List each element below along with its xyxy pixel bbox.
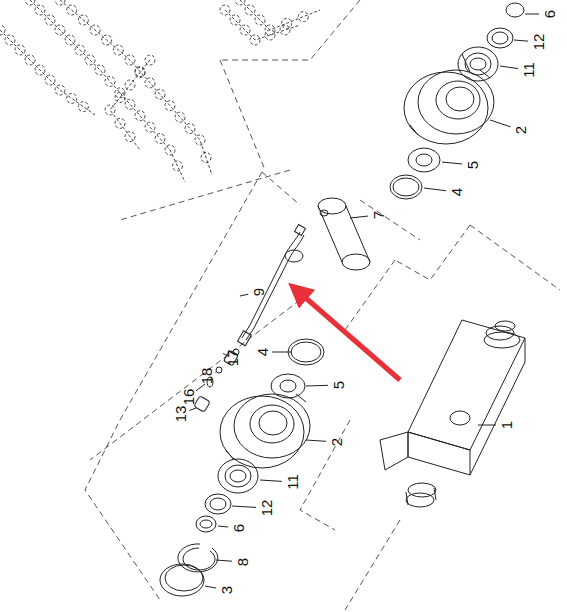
part-6-low [196,516,216,532]
red-pointer-arrow [292,286,400,380]
pin-7 [318,198,370,270]
dash-frame [85,0,560,610]
part-11-low [218,459,258,493]
callout-number: 13 [173,406,188,423]
callout-number: 5 [465,161,480,169]
callout-number: 5 [331,381,346,389]
part-5-top [408,148,440,172]
part-4-low [288,339,324,365]
callout-number: 2 [329,438,344,446]
callout-number: 9 [251,288,266,296]
callout-number: 1 [499,421,514,429]
leader-lines [189,14,539,588]
part-12-low [205,494,231,514]
callout-number: 2 [513,126,528,134]
part-6-top [506,3,524,17]
callout-number: 6 [231,524,246,532]
callout-number: 12 [259,500,274,517]
callout-number: 7 [371,211,386,219]
circlip-8 [178,544,218,572]
part-4-top [390,175,422,199]
callout-number: 8 [235,558,250,566]
callout-number: 11 [285,474,300,490]
part-2-low [220,394,310,468]
part-12-top [487,28,513,48]
callout-number: 4 [255,348,270,356]
ring-3 [160,564,204,596]
callout-number: 12 [531,34,546,51]
part-2-top [404,70,494,144]
callout-number: 4 [449,188,464,196]
callout-number: 11 [521,62,536,78]
callout-number: 6 [542,10,557,18]
callout-number: 18 [199,368,214,385]
roller-chain [0,0,320,182]
callout-number: 16 [181,389,196,406]
callout-number: 3 [219,586,234,594]
bracket-1 [380,320,525,507]
callout-number: 17 [225,350,240,367]
